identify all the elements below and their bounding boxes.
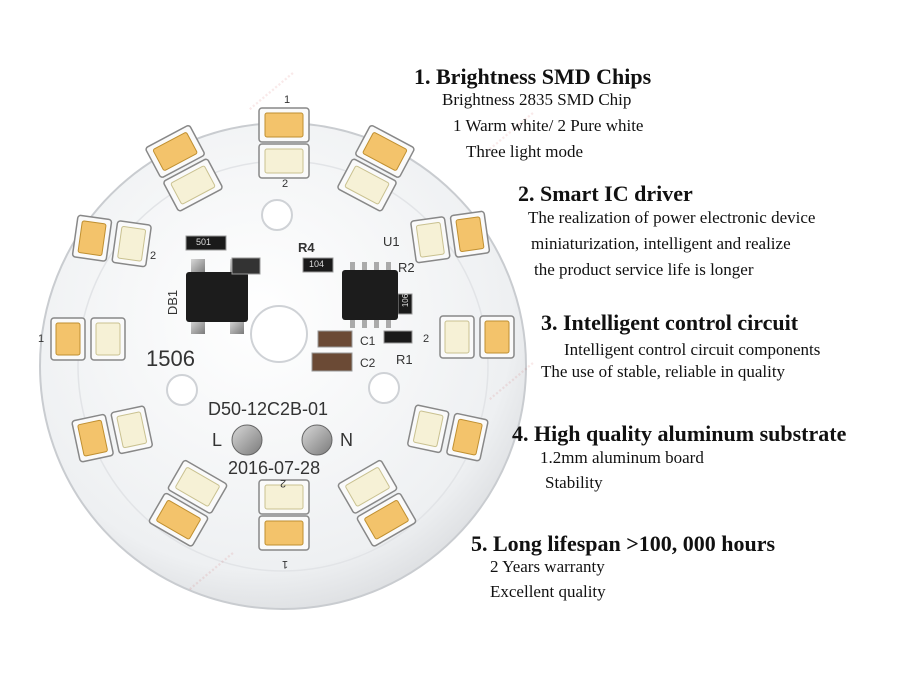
resistor-501 xyxy=(185,235,227,251)
resistor-r1 xyxy=(383,330,413,344)
led-pair-lower-right xyxy=(337,459,417,547)
resistor-104 xyxy=(302,257,334,273)
mount-hole-right xyxy=(368,372,400,404)
ic-u1 xyxy=(342,262,398,328)
led-pair-left-middle xyxy=(50,317,126,361)
led-pair-right-upper xyxy=(410,210,491,264)
led-pair-left-upper xyxy=(71,214,152,268)
center-hole xyxy=(250,305,308,363)
led-pair-bottom xyxy=(258,479,310,551)
mount-hole-top xyxy=(261,199,293,231)
resistor-r2 xyxy=(397,293,413,315)
led-pair-right-middle xyxy=(439,315,515,359)
terminal-pad-n xyxy=(301,424,333,456)
terminal-pad-l xyxy=(231,424,263,456)
mount-hole-left xyxy=(166,374,198,406)
diode xyxy=(231,257,261,275)
led-pair-upper-left xyxy=(145,125,223,212)
led-pair-lower-left xyxy=(148,459,228,547)
capacitor-c1 xyxy=(317,330,353,348)
led-pair-right-lower xyxy=(407,404,489,462)
capacitor-c2 xyxy=(311,352,353,372)
led-pair-upper-right xyxy=(337,125,415,212)
led-pair-top xyxy=(258,107,310,179)
led-pair-left-lower xyxy=(71,405,153,463)
